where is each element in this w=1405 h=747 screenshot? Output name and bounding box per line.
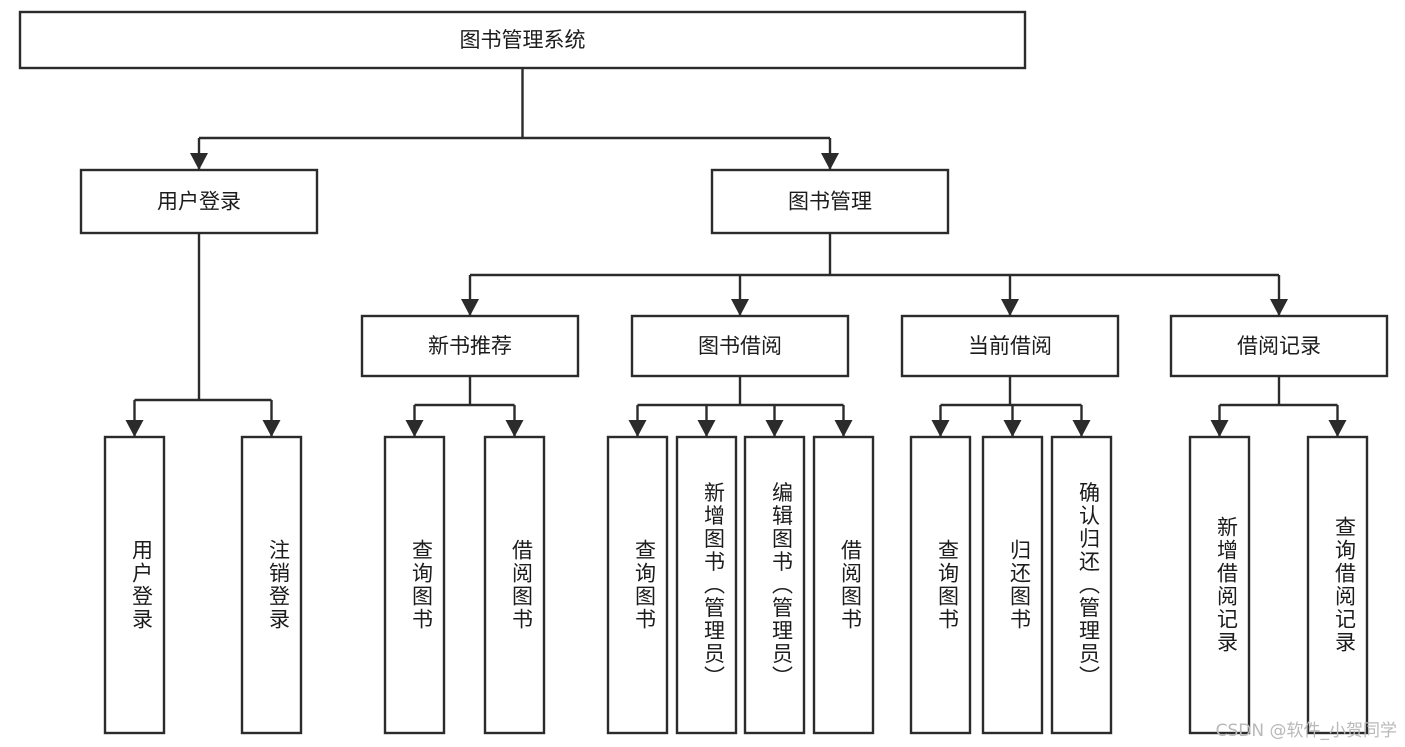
arrow-head-icon [1072,420,1091,437]
leaf-node[interactable]: 新增借阅记录 [1188,435,1251,735]
leaf-label: 编辑图书（管理员） [770,482,794,689]
leaf-box[interactable] [675,435,738,735]
leaf-label: 注销登录 [267,539,291,631]
leaf-label: 查询借阅记录 [1333,516,1357,654]
arrow-head-icon [628,420,647,437]
level3-box[interactable] [360,314,580,378]
leaf-box[interactable] [1306,435,1369,735]
level3-label: 借阅记录 [1237,334,1321,358]
level3-box[interactable] [1169,314,1389,378]
level3-label: 当前借阅 [968,334,1052,358]
leaf-label: 新增图书（管理员） [702,482,726,689]
leaf-node[interactable]: 确认归还（管理员） [1050,435,1113,735]
level3-box[interactable] [630,314,850,378]
leaf-node[interactable]: 注销登录 [240,435,303,735]
arrow-head-icon [461,299,479,316]
leaf-node[interactable]: 查询借阅记录 [1306,435,1369,735]
arrow-head-icon [931,420,950,437]
leaf-box[interactable] [1050,435,1113,735]
arrow-head-icon [1003,420,1022,437]
arrow-head-icon [1210,420,1229,437]
level2-box[interactable] [710,168,950,235]
leaf-node[interactable]: 新增图书（管理员） [675,435,738,735]
leaf-node[interactable]: 编辑图书（管理员） [743,435,806,735]
level3-node[interactable]: 图书借阅 [630,314,850,378]
leaf-label: 查询图书 [410,539,434,631]
level3-label: 图书借阅 [698,334,782,358]
arrow-head-icon [765,420,784,437]
level3-node[interactable]: 当前借阅 [900,314,1120,378]
leaf-label: 查询图书 [633,539,657,631]
level3-node[interactable]: 借阅记录 [1169,314,1389,378]
leaf-label: 用户登录 [130,539,154,631]
leaf-box[interactable] [743,435,806,735]
leaf-label: 确认归还（管理员） [1077,482,1101,689]
level2-box[interactable] [79,168,319,235]
leaf-box[interactable] [240,435,303,735]
level3-label: 新书推荐 [428,334,512,358]
level2-node[interactable]: 图书管理 [710,168,950,235]
level2-node[interactable]: 用户登录 [79,168,319,235]
leaf-label: 借阅图书 [839,539,863,631]
leaf-box[interactable] [812,435,875,735]
leaf-box[interactable] [981,435,1044,735]
arrow-head-icon [1328,420,1347,437]
arrow-head-icon [405,420,424,437]
arrow-head-icon [262,420,281,437]
arrow-head-icon [1001,299,1019,316]
arrow-head-icon [821,153,839,170]
leaf-node[interactable]: 借阅图书 [812,435,875,735]
level2-label: 用户登录 [157,190,241,214]
leaf-box[interactable] [483,435,546,735]
leaf-node[interactable]: 查询图书 [606,435,669,735]
level3-box[interactable] [900,314,1120,378]
arrow-head-icon [125,420,144,437]
leaf-box[interactable] [103,435,166,735]
leaf-node[interactable]: 归还图书 [981,435,1044,735]
arrow-head-icon [1270,299,1288,316]
arrow-head-icon [505,420,524,437]
leaf-node[interactable]: 查询图书 [383,435,446,735]
connector-layer [125,68,1347,437]
leaf-node[interactable]: 用户登录 [103,435,166,735]
leaf-label: 借阅图书 [510,539,534,631]
arrow-head-icon [697,420,716,437]
root-box[interactable] [18,10,1027,70]
leaf-box[interactable] [383,435,446,735]
arrow-head-icon [190,153,208,170]
leaf-box[interactable] [1188,435,1251,735]
leaf-label: 新增借阅记录 [1215,516,1239,654]
arrow-head-icon [731,299,749,316]
leaf-node[interactable]: 查询图书 [909,435,972,735]
leaf-label: 归还图书 [1008,539,1032,631]
level2-label: 图书管理 [788,190,872,214]
arrow-head-icon [834,420,853,437]
leaf-node[interactable]: 借阅图书 [483,435,546,735]
leaf-box[interactable] [909,435,972,735]
root-node[interactable]: 图书管理系统 [18,10,1027,70]
root-label: 图书管理系统 [460,28,586,52]
leaf-box[interactable] [606,435,669,735]
level3-node[interactable]: 新书推荐 [360,314,580,378]
node-layer: 图书管理系统用户登录图书管理新书推荐图书借阅当前借阅借阅记录用户登录注销登录查询… [18,10,1389,735]
leaf-label: 查询图书 [936,539,960,631]
